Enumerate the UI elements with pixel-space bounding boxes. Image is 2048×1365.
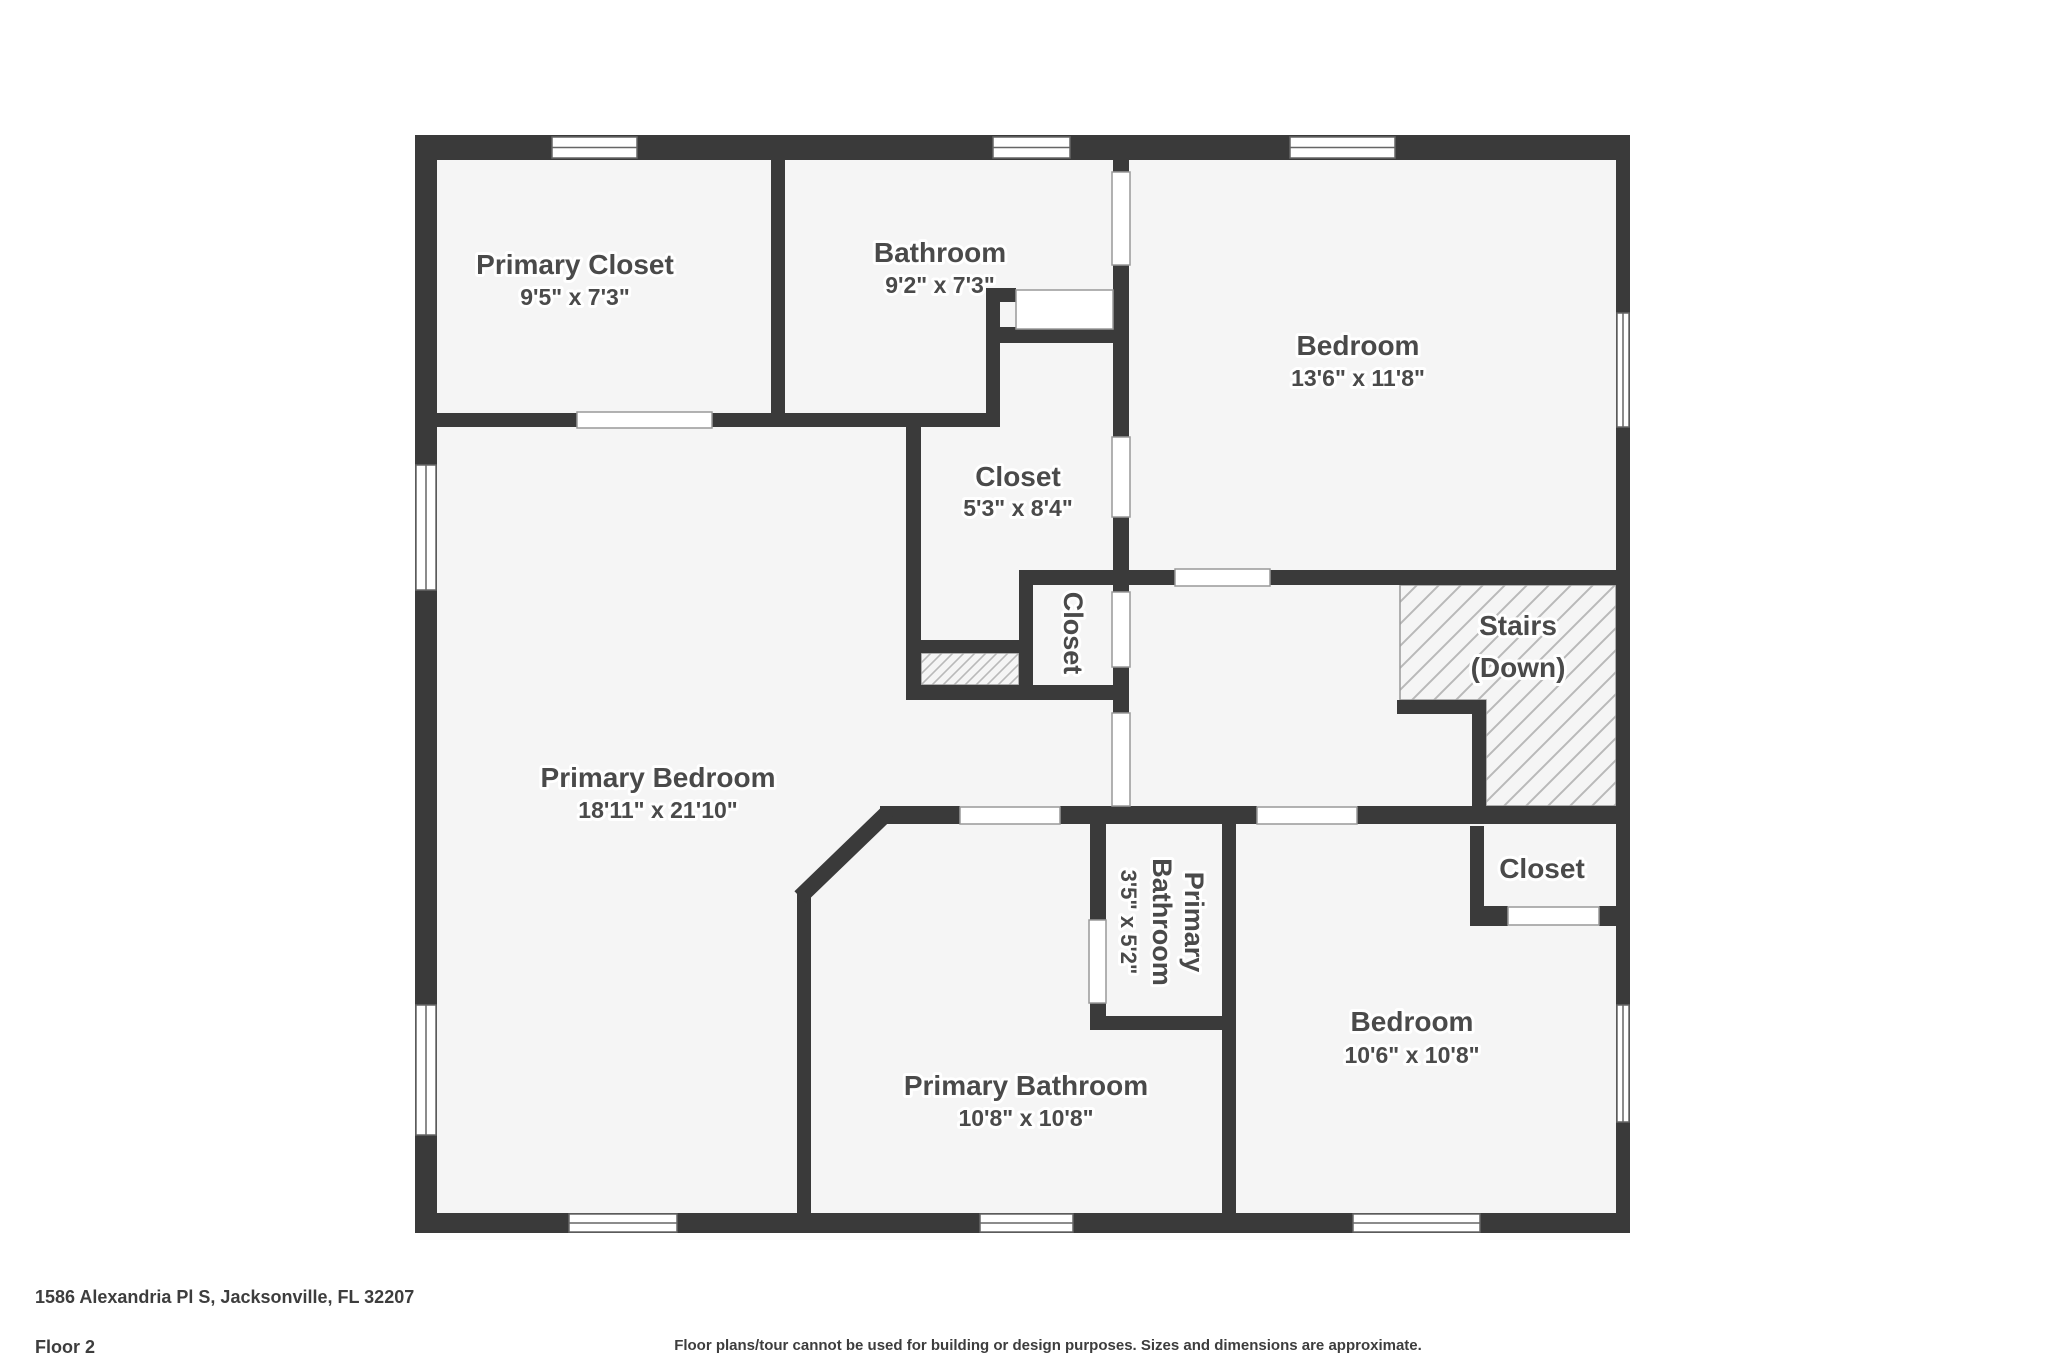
room-label-closet-center: Closet (975, 461, 1061, 492)
room-label-closet-bedroom: Closet (1499, 853, 1585, 884)
wall-hall-bottom-seg2 (1060, 806, 1257, 824)
room-dims-primary-bathroom: 10'8" x 10'8" (958, 1105, 1093, 1131)
wall-stairs-notch-horizontal (1397, 700, 1486, 714)
door-bedroom-bottom-right (1256, 806, 1358, 825)
wall-bedroom-bottom-right (1270, 570, 1630, 585)
room-dims-primary-bedroom: 18'11" x 21'10" (578, 797, 737, 823)
room-label-bedroom-bottom-right: Bedroom (1351, 1006, 1474, 1037)
room-label-closet-hall: Closet (1058, 592, 1088, 675)
address-text: 1586 Alexandria Pl S, Jacksonville, FL 3… (35, 1287, 414, 1307)
wall-hall-seg2 (1113, 265, 1129, 437)
wall-hall-bottom-seg3 (1357, 806, 1630, 824)
room-label-primary-bathroom-small-line2: Bathroom (1147, 858, 1177, 986)
wall-bedroom-left (1222, 806, 1236, 1213)
wall-closet-left (906, 427, 921, 700)
door-primary-closet (576, 411, 713, 429)
floor-label: Floor 2 (35, 1337, 95, 1357)
wall-primarybath-left (797, 890, 811, 1213)
room-label-stairs-down: (Down) (1471, 652, 1566, 683)
wall-bedroomcloset-bottom-left (1470, 906, 1508, 926)
room-dims-bedroom-bottom-right: 10'6" x 10'8" (1344, 1042, 1479, 1068)
wall-smallbath-bottom (1090, 1016, 1236, 1030)
disclaimer-text: Floor plans/tour cannot be used for buil… (674, 1337, 1422, 1354)
wall-smallbath-left-upper (1090, 806, 1106, 920)
wall-outer-left (415, 135, 437, 1233)
wall-bedroomcloset-bottom-right (1599, 906, 1630, 926)
room-dims-primary-closet: 9'5" x 7'3" (520, 284, 630, 310)
room-dims-bathroom: 9'2" x 7'3" (885, 272, 995, 298)
door-bedroom-top-right (1174, 568, 1271, 587)
wall-bathroom-door-jamb-bottom (1000, 327, 1113, 343)
door-bathroom-bedroom (1111, 171, 1131, 266)
wall-hall-bottom-seg1 (880, 806, 960, 824)
room-label-bathroom: Bathroom (874, 237, 1006, 268)
wall-below-bathroom (712, 413, 1000, 427)
room-label-primary-bathroom: Primary Bathroom (904, 1070, 1148, 1101)
room-label-primary-closet: Primary Closet (476, 249, 674, 280)
wall-stairs-notch-vertical (1472, 700, 1486, 808)
wall-strip-top (906, 640, 1019, 653)
wall-bathroom-se-stub (986, 288, 1000, 427)
wall-primarycloset-bathroom (771, 160, 785, 413)
door-closet-center (1111, 436, 1131, 518)
wall-bedroomcloset-left (1470, 826, 1484, 910)
door-closet-hall (1111, 591, 1131, 668)
wall-strip-bottom (906, 685, 1129, 700)
room-label-primary-bedroom: Primary Bedroom (541, 762, 776, 793)
room-label-stairs: Stairs (1479, 610, 1557, 641)
wall-hallcloset-left (1019, 570, 1033, 685)
room-label-bedroom-top-right: Bedroom (1297, 330, 1420, 361)
room-dims-closet-center: 5'3" x 8'4" (963, 495, 1073, 521)
door-closet-bedroom (1507, 906, 1600, 926)
wall-below-primarycloset-left (437, 413, 577, 427)
wall-diagonal-primarybath (794, 806, 894, 903)
door-primary-bathroom (959, 806, 1061, 825)
opening-primary-bedroom-hall (1111, 712, 1131, 807)
wall-bedroom-bottom-left (1019, 570, 1175, 585)
wall-bathroom-door-jamb-top (986, 288, 1016, 302)
door-primary-bathroom-small (1088, 919, 1107, 1004)
room-dims-bedroom-top-right: 13'6" x 11'8" (1291, 365, 1425, 391)
room-dims-primary-bathroom-small: 3'5" x 5'2" (1116, 870, 1141, 975)
wall-hall-seg1 (1113, 160, 1129, 172)
room-label-primary-bathroom-small-line1: Primary (1179, 872, 1209, 973)
low-clearance-hatch-strip (920, 652, 1020, 686)
door-bathroom (1015, 289, 1114, 330)
